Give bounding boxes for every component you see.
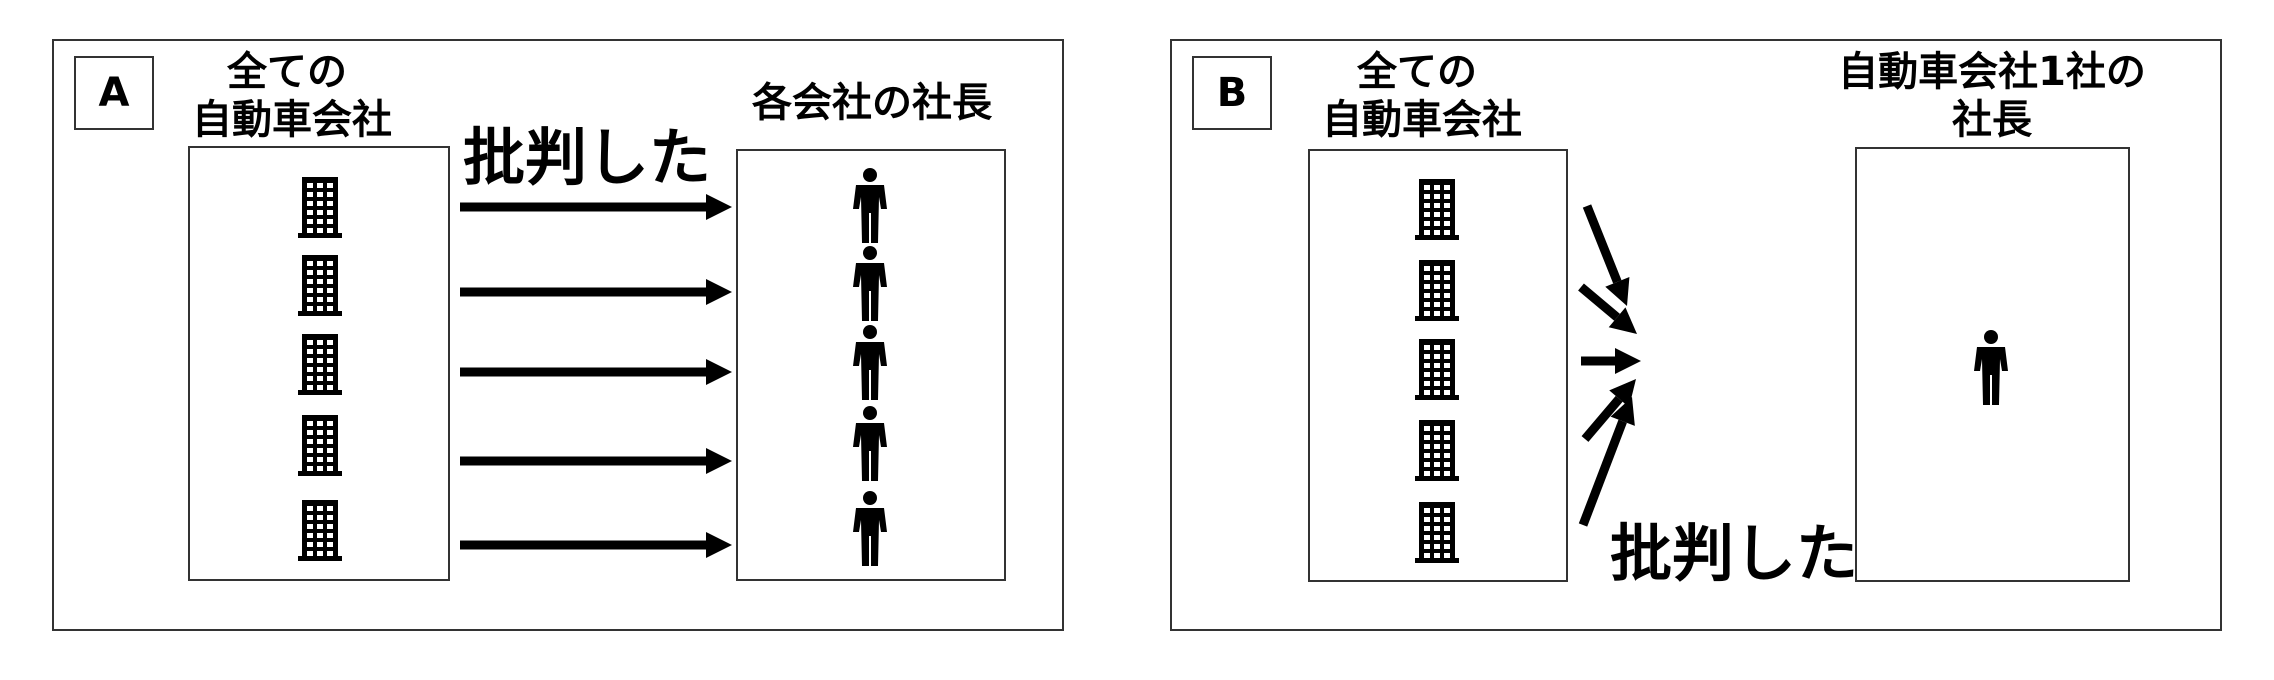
panel-b-arrow-2 — [1578, 283, 1637, 334]
panel-a-arrow-3 — [460, 359, 732, 385]
panel-b-company-4-building-icon — [1415, 420, 1459, 481]
panel-a-arrow-4 — [460, 448, 732, 474]
panel-a-source-heading-line-2: 自動車会社 — [192, 97, 392, 143]
panel-a-president-3-person-icon — [853, 325, 887, 400]
panel-b-source-heading: 全ての 自動車会社 — [1322, 48, 1522, 144]
panel-b-label: B — [1192, 56, 1272, 130]
panel-a-company-4-building-icon — [298, 415, 342, 476]
panel-b-source-heading-line-1: 全ての — [1357, 49, 1477, 95]
panel-a-company-5-building-icon — [298, 500, 342, 561]
panel-b-source-heading-line-2: 自動車会社 — [1322, 97, 1522, 143]
panel-a-president-1-person-icon — [853, 168, 887, 243]
panel-a-president-2-person-icon — [853, 246, 887, 321]
panel-a-label: A — [74, 56, 154, 130]
panel-b-arrow-3 — [1581, 348, 1641, 374]
panel-b-company-1-building-icon — [1415, 179, 1459, 240]
panel-a-target-heading-line-1: 各会社の社長 — [752, 80, 992, 126]
panel-b-arrow-label: 批判した — [1610, 517, 1859, 590]
panel-a-president-4-person-icon — [853, 406, 887, 481]
panel-b-arrow-5 — [1578, 397, 1635, 527]
panel-a-arrow-label: 批判した — [463, 121, 712, 194]
panel-a-arrow-2 — [460, 279, 732, 305]
panel-a-arrow-5 — [460, 532, 732, 558]
panel-b-graphics — [1415, 179, 2008, 563]
panel-b-target-heading-line-2: 社長 — [1952, 97, 2032, 143]
panel-b-target-heading-line-1: 自動車会社1社の — [1838, 49, 2146, 95]
panel-a-company-2-building-icon — [298, 255, 342, 316]
panel-a-source-heading-line-1: 全ての — [227, 49, 347, 95]
panel-a-company-1-building-icon — [298, 177, 342, 238]
panel-b-company-2-building-icon — [1415, 260, 1459, 321]
panel-b-target-heading: 自動車会社1社の 社長 — [1812, 48, 2172, 144]
panel-a-source-heading: 全ての 自動車会社 — [192, 48, 392, 144]
panel-a: A 全ての 自動車会社 各会社の社長 批判した — [52, 39, 1064, 631]
panel-a-company-3-building-icon — [298, 334, 342, 395]
panel-a-graphics — [298, 168, 887, 566]
panel-a-target-heading: 各会社の社長 — [712, 79, 1032, 127]
panel-b-company-5-building-icon — [1415, 502, 1459, 563]
panel-b-arrow-1 — [1582, 204, 1630, 306]
panel-b-company-3-building-icon — [1415, 339, 1459, 400]
panel-b-president-person-icon — [1974, 330, 2008, 405]
panel-a-president-5-person-icon — [853, 491, 887, 566]
panel-b: B 全ての 自動車会社 自動車会社1社の 社長 批判した — [1170, 39, 2222, 631]
panel-a-arrow-1 — [460, 194, 732, 220]
